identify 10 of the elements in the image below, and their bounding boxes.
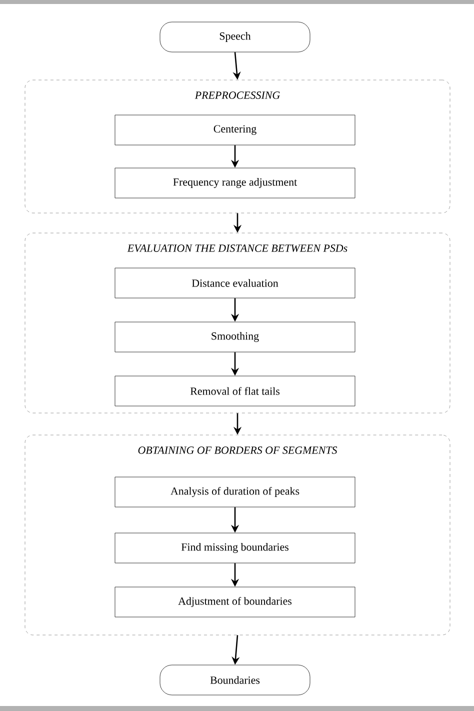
process-box: Find missing boundaries (114, 532, 356, 564)
process-box: Analysis of duration of peaks (114, 476, 356, 508)
process-box: Adjustment of boundaries (114, 586, 356, 618)
terminal-box: Speech (160, 22, 310, 52)
process-box: Smoothing (114, 322, 356, 352)
process-box: Removal of flat tails (114, 376, 356, 406)
process-box: Distance evaluation (114, 268, 356, 298)
process-box: Frequency range adjustment (114, 168, 356, 198)
process-box: Centering (114, 114, 356, 146)
terminal-box: Boundaries (160, 664, 310, 696)
